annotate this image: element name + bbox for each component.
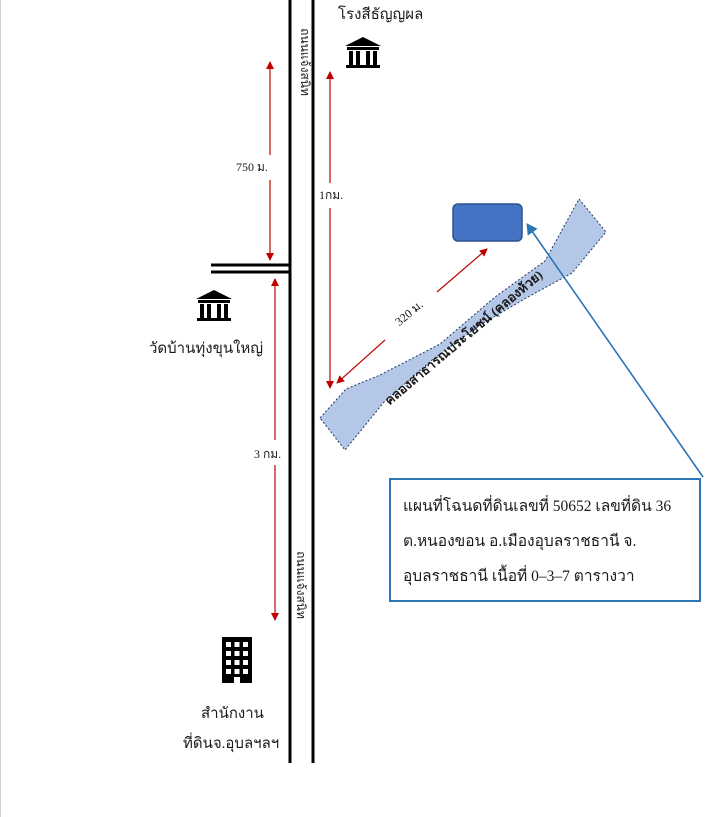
office-label-line2: ที่ดินจ.อุบลฯลฯ [183, 736, 280, 752]
rice-mill-label: โรงสีธัญญผล [338, 7, 424, 23]
info-line-2: ต.หนองขอน อ.เมืองอุบลราชธานี จ. [403, 533, 637, 550]
distance-label-750m: 750 ม. [234, 160, 270, 174]
institution-icon [345, 37, 381, 68]
distance-label-1km: 1กม. [317, 188, 346, 202]
land-parcel[interactable] [452, 203, 523, 242]
canal-shape [319, 198, 607, 451]
road-label-top: ถนนแจ้งสนิท [298, 28, 312, 96]
parcel-info-box: แผนที่โฉนดที่ดินเลขที่ 50652 เลขที่ดิน 3… [389, 478, 701, 602]
office-label-line1: สำนักงาน [201, 706, 264, 722]
office-building-icon [222, 637, 252, 683]
callout-arrow [526, 223, 704, 478]
info-line-1: แผนที่โฉนดที่ดินเลขที่ 50652 เลขที่ดิน 3… [403, 498, 672, 515]
distance-label-3km: 3 กม. [252, 447, 284, 461]
distance-arrow-320m-to-parcel [436, 248, 488, 293]
temple-icon [196, 290, 232, 321]
info-line-3: อุบลราชธานี เนื้อที่ 0–3–7 ตารางวา [403, 568, 635, 585]
road-label-bottom: ถนนแจ้งสนิท [294, 551, 308, 619]
distance-arrow-320m-to-road [336, 339, 386, 384]
temple-label: วัดบ้านทุ่งขุนใหญ่ [149, 341, 264, 357]
